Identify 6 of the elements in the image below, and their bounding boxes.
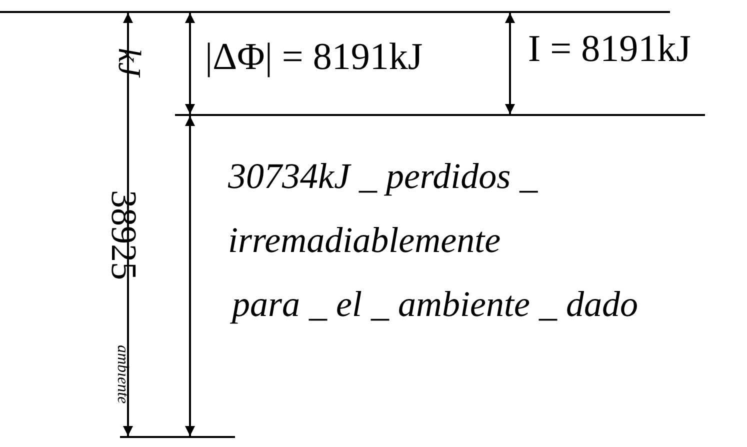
loss-text: para _ el _ ambiente _ dado bbox=[232, 286, 638, 322]
loss-text: 30734kJ _ perdidos _ bbox=[228, 158, 538, 194]
rotated-label: ambiente bbox=[114, 345, 130, 404]
irreversibility-label: I = 8191kJ bbox=[528, 30, 691, 68]
exergy-change-label: |ΔΦ| = 8191kJ bbox=[205, 38, 423, 76]
loss-text: irremadiablemente bbox=[228, 222, 501, 258]
